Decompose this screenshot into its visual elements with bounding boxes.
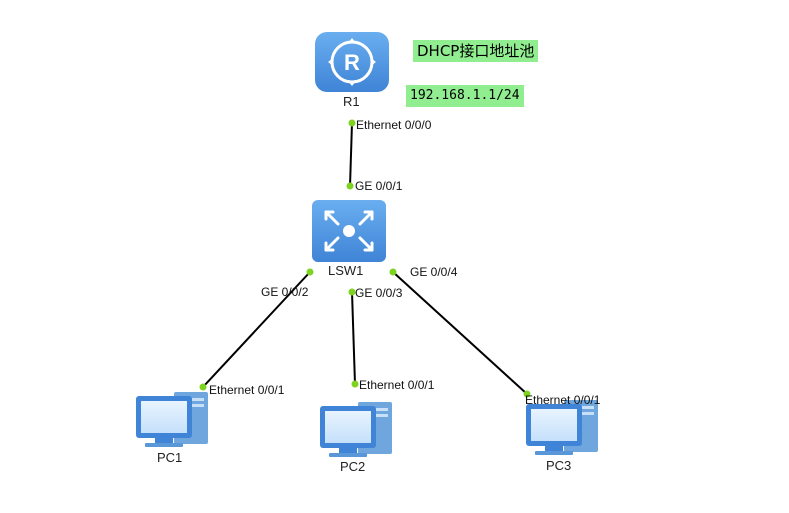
- port-label-pc1-eth: Ethernet 0/0/1: [209, 383, 285, 397]
- port-dot-sw-ge2: [306, 268, 314, 276]
- port-dot-r1-eth: [348, 119, 356, 127]
- link-lsw1-pc3[interactable]: [392, 271, 528, 395]
- link-lsw1-pc1[interactable]: [202, 271, 311, 388]
- link-r1-lsw1[interactable]: [349, 122, 353, 187]
- port-label-sw-ge2: GE 0/0/2: [261, 285, 309, 299]
- router-icon[interactable]: R: [315, 32, 389, 92]
- pc2-name: PC2: [340, 459, 366, 474]
- pc1-name: PC1: [157, 450, 183, 465]
- port-dot-pc1-eth: [199, 383, 207, 391]
- pc3-name: PC3: [546, 458, 572, 473]
- pc-icon[interactable]: [136, 392, 208, 447]
- router-name: R1: [343, 94, 360, 109]
- port-label-pc3-eth: Ethernet 0/0/1: [525, 393, 601, 407]
- pc-icon[interactable]: [526, 400, 598, 455]
- port-dot-pc3-eth: [523, 390, 531, 398]
- port-label-sw-ge3: GE 0/0/3: [355, 286, 403, 300]
- port-label-sw-ge4: GE 0/0/4: [410, 265, 458, 279]
- port-label-pc2-eth: Ethernet 0/0/1: [359, 378, 435, 392]
- switch-name: LSW1: [328, 263, 364, 278]
- port-dot-pc2-eth: [351, 380, 359, 388]
- port-dot-sw-ge4: [389, 268, 397, 276]
- port-label-r1-eth: Ethernet 0/0/0: [356, 118, 432, 132]
- address-note: 192.168.1.1/24: [406, 85, 524, 107]
- switch-icon[interactable]: [312, 200, 386, 262]
- port-label-sw-ge1: GE 0/0/1: [355, 179, 403, 193]
- port-dot-sw-ge1: [346, 182, 354, 190]
- svg-text:R: R: [344, 50, 360, 75]
- dhcp-pool-note: DHCP接口地址池: [413, 40, 539, 62]
- link-lsw1-pc2[interactable]: [351, 291, 356, 385]
- port-dot-sw-ge3: [348, 288, 356, 296]
- pc-icon[interactable]: [320, 402, 392, 457]
